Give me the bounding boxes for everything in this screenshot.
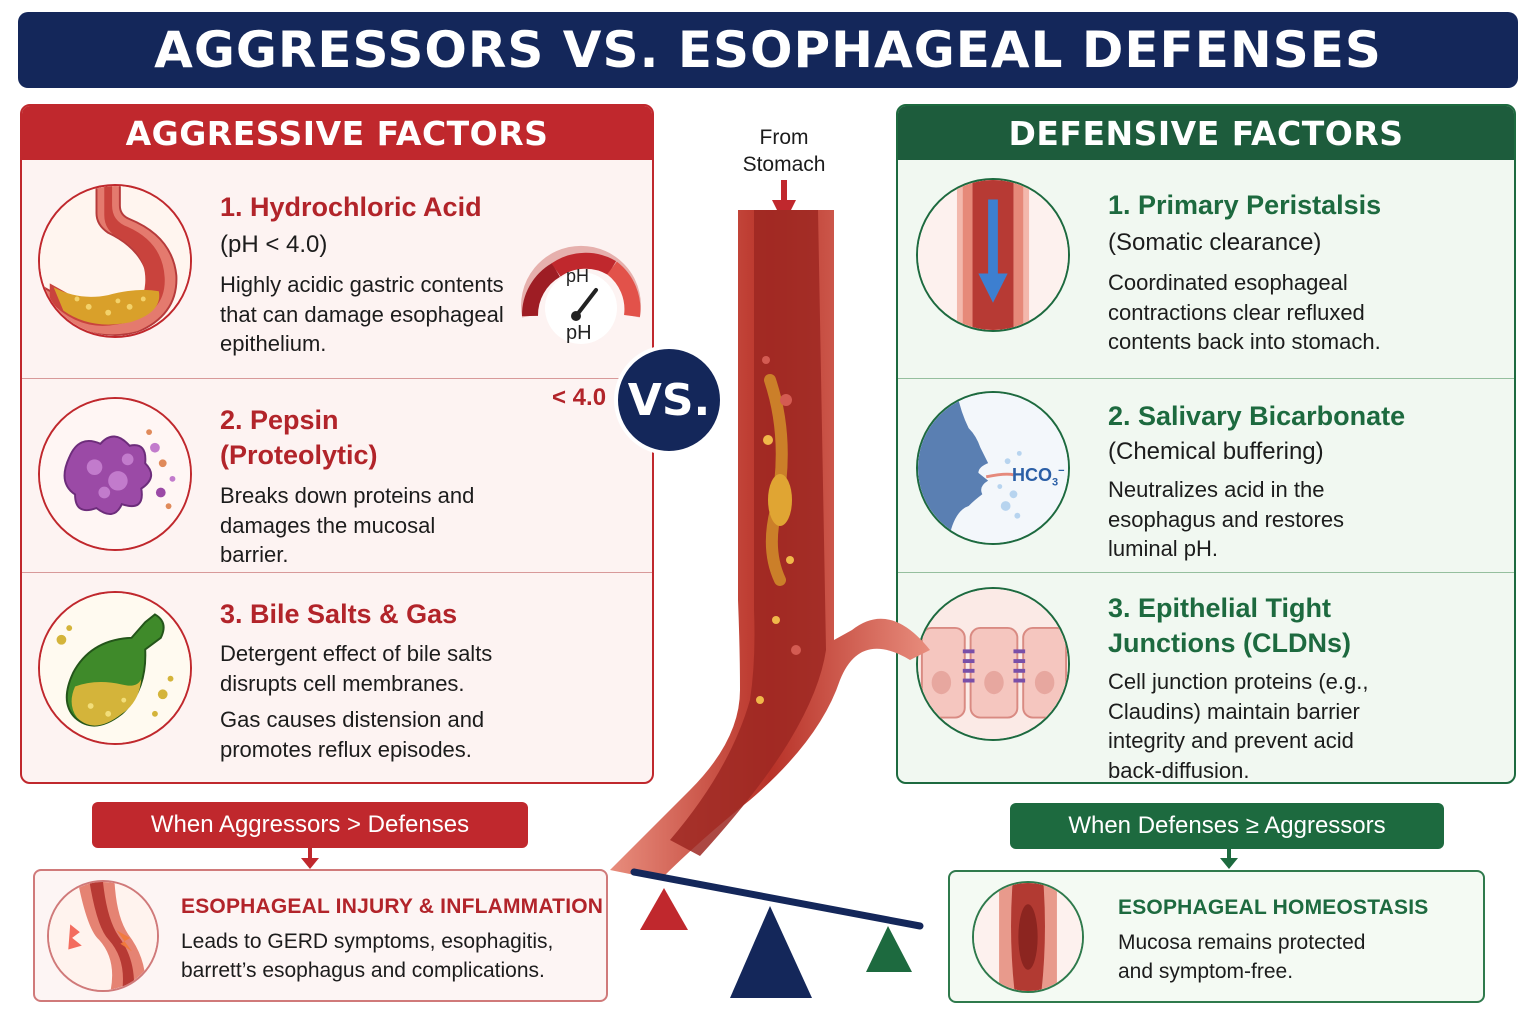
stomach-acid-icon xyxy=(38,184,192,338)
injury-title: ESOPHAGEAL INJURY & INFLAMMATION xyxy=(181,895,604,918)
factor-description: Neutralizes acid in the esophagus and re… xyxy=(1108,477,1345,561)
balance-scale-icon xyxy=(630,860,930,1010)
aggressive-factors-panel: AGGRESSIVE FACTORS 1. Hydrochloric Acid … xyxy=(20,104,654,784)
pepsin-molecule-icon xyxy=(38,397,192,551)
factor-epithelial-tight-junctions: 3. Epithelial Tight Junctions (CLDNs) Ce… xyxy=(898,572,1514,783)
aggressive-factors-header: AGGRESSIVE FACTORS xyxy=(22,106,652,160)
peristalsis-icon xyxy=(916,178,1070,332)
factor-title: 1. Primary Peristalsis xyxy=(1108,190,1382,220)
page-title: AGGRESSORS VS. ESOPHAGEAL DEFENSES xyxy=(154,21,1382,79)
defensive-factors-panel: DEFENSIVE FACTORS 1. Primary Peristalsis… xyxy=(896,104,1516,784)
factor-primary-peristalsis: 1. Primary Peristalsis (Somatic clearanc… xyxy=(898,160,1514,378)
factor-pepsin: 2. Pepsin (Proteolytic) Breaks down prot… xyxy=(22,378,652,572)
hco3-label: HCO3− xyxy=(1012,465,1065,489)
factor-hydrochloric-acid: 1. Hydrochloric Acid (pH < 4.0) Highly a… xyxy=(22,160,652,411)
esophageal-injury-box: ESOPHAGEAL INJURY & INFLAMMATION Leads t… xyxy=(33,869,608,1002)
factor-title: 2. Pepsin xyxy=(220,405,339,435)
factor-title-line2: Junctions (CLDNs) xyxy=(1108,628,1351,658)
factor-description: Cell junction proteins (e.g., Claudins) … xyxy=(1108,669,1369,783)
vs-badge: VS. xyxy=(614,345,724,455)
factor-description: Detergent effect of bile salts disrupts … xyxy=(220,641,493,696)
down-arrow-stem xyxy=(308,848,312,860)
healthy-esophagus-icon xyxy=(972,881,1084,993)
injury-description: Leads to GERD symptoms, esophagitis, bar… xyxy=(181,930,554,982)
title-banner: AGGRESSORS VS. ESOPHAGEAL DEFENSES xyxy=(18,12,1518,88)
factor-title: 3. Epithelial Tight xyxy=(1108,593,1332,623)
ph-gauge-icon: pH pH xyxy=(516,234,646,358)
factor-title-line2: (Proteolytic) xyxy=(220,440,378,470)
down-arrow-icon xyxy=(1220,858,1238,869)
factor-subtitle: (Chemical buffering) xyxy=(1108,438,1324,465)
aggressors-outcome-pill: When Aggressors > Defenses xyxy=(92,802,528,848)
homeostasis-title: ESOPHAGEAL HOMEOSTASIS xyxy=(1118,896,1429,919)
factor-description-2: Gas causes distension and promotes reflu… xyxy=(220,707,485,762)
inflamed-esophagus-icon xyxy=(47,880,159,992)
factor-subtitle: (Somatic clearance) xyxy=(1108,229,1322,256)
esophagus-illustration xyxy=(590,180,940,880)
defensive-factors-header: DEFENSIVE FACTORS xyxy=(898,106,1514,160)
esophageal-homeostasis-box: ESOPHAGEAL HOMEOSTASIS Mucosa remains pr… xyxy=(948,870,1485,1003)
homeostasis-description: Mucosa remains protected and symptom-fre… xyxy=(1118,931,1366,983)
factor-title: 2. Salivary Bicarbonate xyxy=(1108,401,1406,431)
factor-description: Coordinated esophageal contractions clea… xyxy=(1108,270,1381,354)
ph-value-label: < 4.0 xyxy=(552,384,607,411)
factor-title: 1. Hydrochloric Acid xyxy=(220,192,482,222)
factor-subtitle: (pH < 4.0) xyxy=(220,231,328,258)
saliva-bicarbonate-icon: HCO3− xyxy=(916,391,1070,545)
factor-description: Highly acidic gastric contents that can … xyxy=(220,272,504,356)
tight-junction-icon xyxy=(916,587,1070,741)
down-arrow-stem xyxy=(1227,849,1231,860)
factor-bile-salts-gas: 3. Bile Salts & Gas Detergent effect of … xyxy=(22,572,652,782)
from-stomach-label: From Stomach xyxy=(742,126,826,176)
down-arrow-icon xyxy=(301,858,319,869)
defenses-outcome-pill: When Defenses ≥ Aggressors xyxy=(1010,803,1444,849)
factor-salivary-bicarbonate: HCO3− 2. Salivary Bicarbonate (Chemical … xyxy=(898,378,1514,572)
factor-title: 3. Bile Salts & Gas xyxy=(220,599,458,629)
factor-description: Breaks down proteins and damages the muc… xyxy=(220,483,475,567)
gallbladder-bile-icon xyxy=(38,591,192,745)
